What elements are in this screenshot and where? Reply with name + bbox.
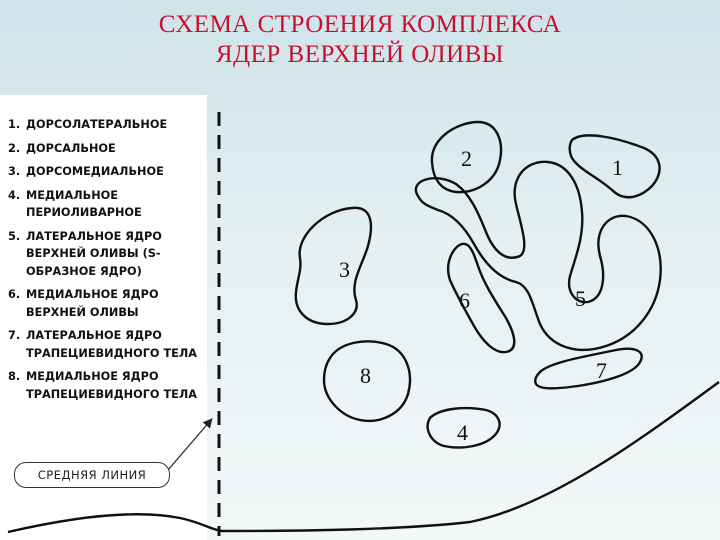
nucleus-1-dorsolateral (568, 134, 661, 199)
legend-item: 7. ЛАТЕРАЛЬНОЕ ЯДРО ТРАПЕЦИЕВИДНОГО ТЕЛА (8, 327, 208, 362)
nucleus-label-5: 5 (575, 286, 586, 311)
legend-item-number: 6. (8, 288, 21, 301)
legend-item-text: ЛАТЕРАЛЬНОЕ ЯДРО ВЕРХНЕЙ ОЛИВЫ (S-ОБРАЗН… (26, 229, 162, 278)
legend-item-number: 3. (8, 165, 21, 178)
diagram-title: СХЕМА СТРОЕНИЯ КОМПЛЕКСА ЯДЕР ВЕРХНЕЙ ОЛ… (0, 10, 720, 70)
legend-item-text: ДОРСОЛАТЕРАЛЬНОЕ (26, 118, 168, 131)
nucleus-label-1: 1 (612, 155, 623, 180)
nucleus-3-dorsomedial (294, 206, 373, 326)
legend-item: 6. МЕДИАЛЬНОЕ ЯДРО ВЕРХНЕЙ ОЛИВЫ (8, 286, 208, 321)
legend-item-text: МЕДИАЛЬНОЕ ЯДРО ТРАПЕЦИЕВИДНОГО ТЕЛА (26, 370, 198, 401)
legend-item: 4. МЕДИАЛЬНОЕ ПЕРИОЛИВАРНОЕ (8, 187, 208, 222)
legend-item-number: 2. (8, 141, 21, 155)
legend-item: 1. ДОРСОЛАТЕРАЛЬНОЕ (8, 116, 208, 134)
legend-item-number: 5. (8, 229, 21, 243)
legend-item-number: 7. (8, 329, 21, 342)
legend-item-number: 8. (8, 370, 21, 383)
nucleus-label-7: 7 (596, 358, 607, 383)
nucleus-8-medial-trapezoid (322, 340, 412, 423)
nucleus-label-3: 3 (339, 257, 350, 282)
title-line-2: ЯДЕР ВЕРХНЕЙ ОЛИВЫ (215, 41, 505, 68)
legend-item: 5. ЛАТЕРАЛЬНОЕ ЯДРО ВЕРХНЕЙ ОЛИВЫ (S-ОБРА… (8, 228, 208, 281)
nucleus-7-lateral-trapezoid (534, 347, 643, 390)
title-line-1: СХЕМА СТРОЕНИЯ КОМПЛЕКСА (158, 11, 562, 38)
midline-label-box: СРЕДНЯЯ ЛИНИЯ (14, 462, 170, 488)
nucleus-label-2: 2 (461, 146, 472, 171)
legend-item-text: ДОРСОМЕДИАЛЬНОЕ (26, 165, 164, 178)
nucleus-label-4: 4 (457, 420, 468, 445)
legend-item-text: ЛАТЕРАЛЬНОЕ ЯДРО ТРАПЕЦИЕВИДНОГО ТЕЛА (26, 329, 198, 360)
brainstem-outline (7, 381, 720, 534)
nucleus-2-dorsal (430, 120, 503, 194)
legend: 1. ДОРСОЛАТЕРАЛЬНОЕ 2. ДОРСАЛЬНОЕ 3. ДОРСОМ… (8, 116, 208, 409)
legend-item-number: 4. (8, 188, 21, 202)
legend-item-text: МЕДИАЛЬНОЕ ЯДРО ВЕРХНЕЙ ОЛИВЫ (26, 288, 159, 319)
nucleus-4-medial-periolivary (426, 406, 501, 449)
legend-item: 3. ДОРСОМЕДИАЛЬНОЕ (8, 163, 208, 181)
nucleus-label-8: 8 (360, 363, 371, 388)
nucleus-6-medial-superior-olive (447, 242, 516, 354)
legend-item: 2. ДОРСАЛЬНОЕ (8, 140, 208, 158)
legend-item-text: МЕДИАЛЬНОЕ ПЕРИОЛИВАРНОЕ (26, 188, 142, 220)
legend-item-text: ДОРСАЛЬНОЕ (26, 141, 116, 155)
midline-pointer-arrow (167, 418, 213, 471)
legend-item: 8. МЕДИАЛЬНОЕ ЯДРО ТРАПЕЦИЕВИДНОГО ТЕЛА (8, 368, 208, 403)
legend-item-number: 1. (8, 118, 21, 131)
nucleus-label-6: 6 (459, 288, 470, 313)
nucleus-5-lateral-superior-olive (414, 160, 662, 352)
